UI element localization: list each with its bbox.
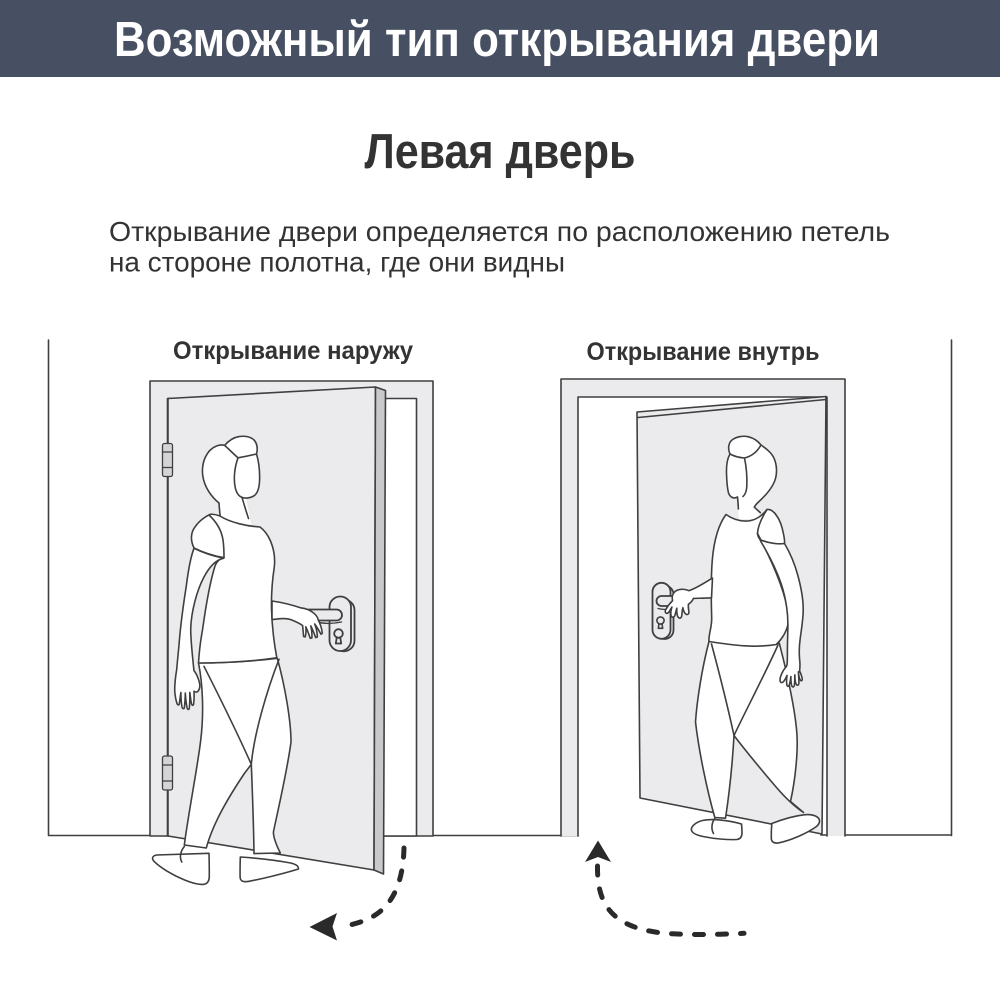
svg-text:Возможный тип открывания двери: Возможный тип открывания двери xyxy=(114,12,880,67)
svg-text:Открывание двери определяется: Открывание двери определяется по располо… xyxy=(109,216,890,247)
svg-text:Левая дверь: Левая дверь xyxy=(365,124,636,179)
svg-text:Открывание внутрь: Открывание внутрь xyxy=(587,338,820,366)
svg-text:Открывание наружу: Открывание наружу xyxy=(173,337,413,365)
svg-text:на стороне полотна, где они ви: на стороне полотна, где они видны xyxy=(109,247,565,278)
